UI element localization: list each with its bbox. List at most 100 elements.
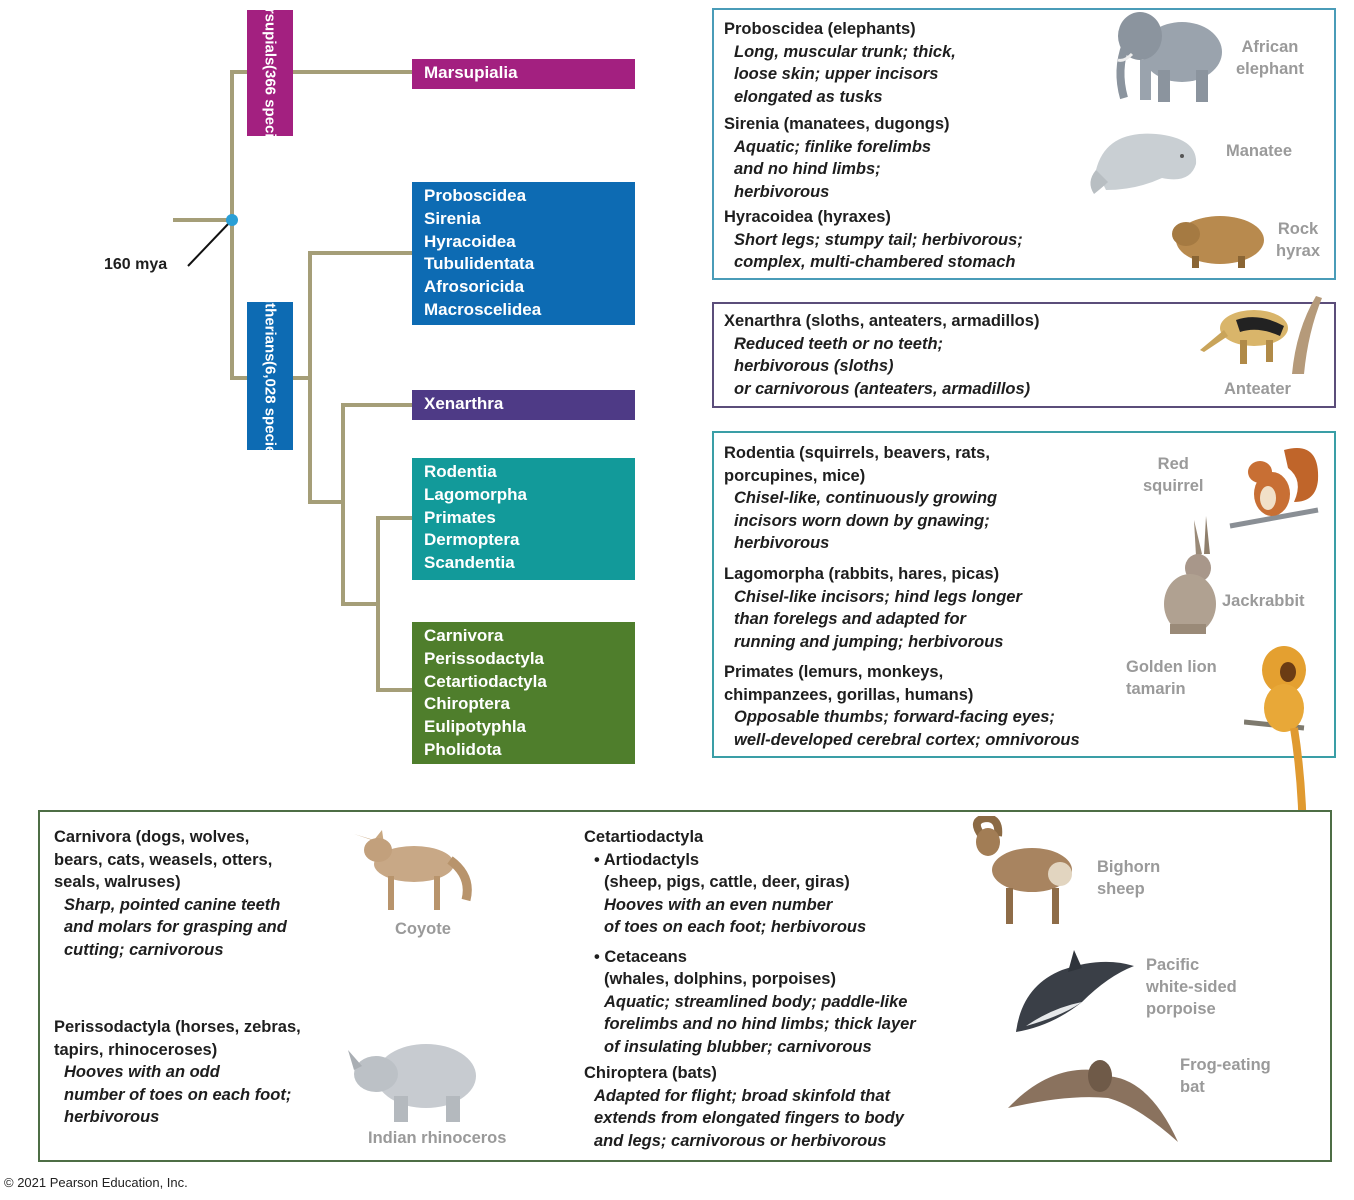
entry-desc: or carnivorous (anteaters, armadillos) (734, 379, 1031, 398)
caption-line: Indian rhinoceros (368, 1129, 507, 1147)
clade-name: Marsupialia (424, 63, 518, 82)
porpoise-illustration (1016, 950, 1134, 1032)
caption-line: sheep (1097, 880, 1145, 898)
coyote-illustration (354, 830, 472, 910)
clade-name: Primates (424, 507, 496, 527)
entry-heading: Chiroptera (bats) (584, 1064, 717, 1082)
entry-desc: herbivorous (64, 1108, 160, 1126)
caption-line: Pacific (1146, 956, 1200, 974)
carnivora-entry: Carnivora (dogs, wolves, bears, cats, we… (54, 826, 287, 961)
marsupials-label-line1: Marsupials (261, 0, 279, 66)
caption-line: Anteater (1224, 380, 1291, 398)
entry-desc: herbivorous (734, 534, 830, 552)
clade-afrotheria: Proboscidea Sirenia Hyracoidea Tubuliden… (412, 182, 635, 325)
caption-line: hyrax (1276, 242, 1321, 260)
clade-name: Scandentia (424, 553, 515, 573)
entry-desc: Long, muscular trunk; thick, (734, 42, 956, 61)
caption-line: Frog-eating (1180, 1056, 1271, 1074)
entry-desc: and molars for grasping and (64, 918, 287, 936)
elephant-caption: African elephant (1236, 36, 1304, 80)
sirenia-entry: Sirenia (manatees, dugongs) Aquatic; fin… (724, 113, 950, 203)
laurasiatheria-box: Carnivora (dogs, wolves, bears, cats, we… (38, 810, 1332, 1162)
caption-line: squirrel (1143, 477, 1204, 495)
entry-heading: chimpanzees, gorillas, humans) (724, 685, 974, 704)
caption-line: Manatee (1226, 142, 1293, 160)
entry-heading: tapirs, rhinoceroses) (54, 1040, 218, 1059)
clade-euarchontoglires: Rodentia Lagomorpha Primates Dermoptera … (412, 458, 635, 580)
eutherians-label-line1: Eutherians (261, 283, 279, 362)
caption-line: Coyote (395, 920, 451, 938)
entry-desc: number of toes on each foot; (64, 1085, 292, 1104)
caption-line: white-sided (1146, 978, 1237, 996)
entry-desc: forelimbs and no hind limbs; thick layer (604, 1015, 916, 1033)
caption-line: Golden lion (1126, 658, 1217, 676)
entry-desc: Chisel-like, continuously growing (734, 489, 998, 507)
entry-desc: Sharp, pointed canine teeth (64, 895, 281, 914)
caption-line: Jackrabbit (1222, 592, 1305, 610)
entry-heading: Sirenia (manatees, dugongs) (724, 115, 950, 133)
copyright-notice: © 2021 Pearson Education, Inc. (4, 1175, 188, 1190)
clade-laurasiatheria: Carnivora Perissodactyla Cetartiodactyla… (412, 622, 635, 764)
hyracoidea-entry: Hyracoidea (hyraxes) Short legs; stumpy … (724, 206, 1023, 274)
entry-heading: seals, walruses) (54, 873, 181, 891)
entry-heading: Primates (lemurs, monkeys, (724, 663, 944, 681)
entry-heading: Proboscidea (elephants) (724, 20, 916, 38)
anteater-illustration (1200, 296, 1322, 374)
entry-desc: Adapted for flight; broad skinfold that (594, 1086, 891, 1105)
entry-desc: Aquatic; finlike forelimbs (734, 137, 932, 156)
chiroptera-entry: Chiroptera (bats) Adapted for flight; br… (584, 1062, 904, 1152)
primates-entry: Primates (lemurs, monkeys, chimpanzees, … (724, 661, 1080, 751)
caption-line: tamarin (1126, 680, 1186, 698)
cetartiodactyla-entry: Cetartiodactyla • Artiodactyls (sheep, p… (584, 826, 916, 1058)
elephant-illustration (1116, 12, 1222, 102)
coyote-caption: Coyote (395, 918, 451, 940)
caption-line: Red (1157, 455, 1189, 473)
manatee-caption: Manatee (1226, 140, 1292, 162)
entry-desc: of insulating blubber; carnivorous (604, 1037, 872, 1056)
clade-name: Tubulidentata (424, 254, 535, 274)
caption-line: Bighorn (1097, 858, 1161, 876)
caption-line: porpoise (1146, 1000, 1216, 1018)
subentry-heading: • Cetaceans (594, 947, 687, 966)
manatee-illustration (1090, 133, 1197, 194)
clade-name: Carnivora (424, 626, 504, 645)
entry-desc: Hooves with an even number (604, 895, 833, 914)
entry-desc: Opposable thumbs; forward-facing eyes; (734, 708, 1055, 726)
entry-desc: Chisel-like incisors; hind legs longer (734, 587, 1022, 606)
entry-heading: Xenarthra (sloths, anteaters, armadillos… (724, 312, 1040, 330)
clade-name: Sirenia (424, 208, 481, 228)
entry-desc: incisors worn down by gnawing; (734, 511, 990, 530)
euarchontoglires-box: Rodentia (squirrels, beavers, rats, porc… (712, 431, 1336, 758)
clade-name: Macroscelidea (424, 299, 542, 319)
node-pointer (187, 221, 231, 267)
squirrel-illustration (1229, 448, 1319, 529)
jackrabbit-caption: Jackrabbit (1222, 590, 1305, 612)
afrotheria-box: Proboscidea (elephants) Long, muscular t… (712, 8, 1336, 280)
entry-desc: Short legs; stumpy tail; herbivorous; (734, 230, 1023, 249)
caption-line: elephant (1236, 60, 1304, 78)
node-age-label: 160 mya (104, 256, 168, 273)
root-node (226, 214, 238, 226)
xenarthra-entry: Xenarthra (sloths, anteaters, armadillos… (724, 310, 1039, 400)
bighorn-sheep-illustration (972, 816, 1072, 924)
squirrel-caption: Red squirrel (1143, 453, 1204, 497)
entry-desc: elongated as tusks (734, 87, 883, 106)
caption-line: bat (1180, 1078, 1205, 1096)
entry-desc: cutting; carnivorous (64, 940, 224, 959)
cetaceans-subentry: • Cetaceans (whales, dolphins, porpoises… (584, 946, 916, 1059)
entry-desc: and legs; carnivorous or herbivorous (594, 1131, 887, 1150)
lagomorpha-entry: Lagomorpha (rabbits, hares, picas) Chise… (724, 563, 1022, 653)
eutherians-label: Eutherians(6,028 species) (247, 284, 293, 468)
caption-line: Rock (1277, 220, 1319, 238)
clade-name: Afrosoricida (424, 277, 525, 297)
clade-name: Eulipotyphla (424, 717, 526, 737)
marsupials-label: Marsupials(366 species) (247, 0, 293, 159)
proboscidea-entry: Proboscidea (elephants) Long, muscular t… (724, 18, 956, 108)
clade-marsupialia: Marsupialia (412, 59, 635, 89)
entry-desc: complex, multi-chambered stomach (734, 253, 1016, 271)
rhino-caption: Indian rhinoceros (368, 1127, 506, 1149)
caption-line: African (1241, 38, 1299, 56)
rhino-illustration (348, 1044, 476, 1122)
clade-name: Xenarthra (424, 394, 504, 413)
entry-desc: and no hind limbs; (734, 160, 881, 178)
